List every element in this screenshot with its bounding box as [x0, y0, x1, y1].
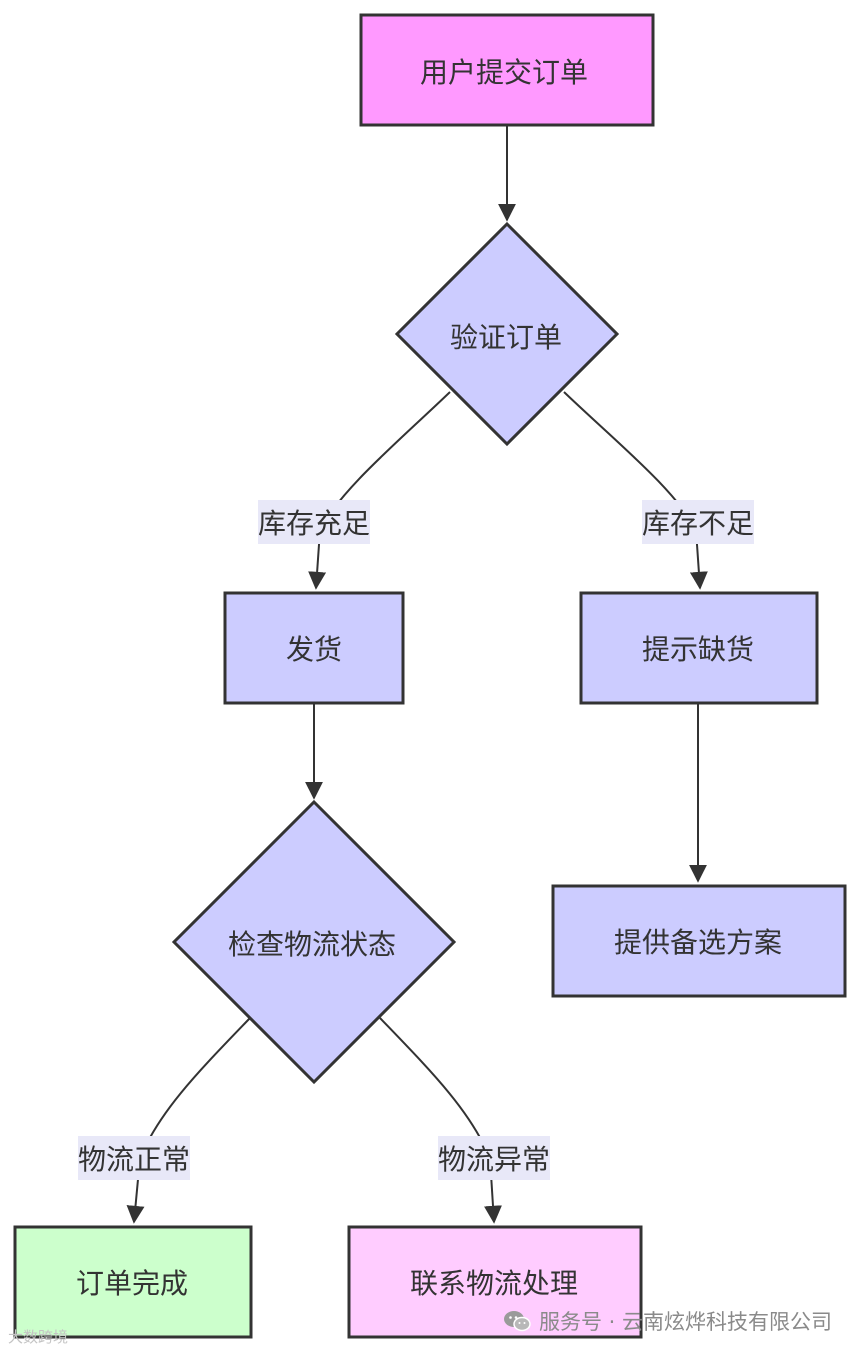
watermark-left-text: 大数跨境 [8, 1328, 69, 1346]
svg-text:库存充足: 库存充足 [258, 507, 370, 540]
watermark-service-account: 服务号 · 云南炫烨科技有限公司 [503, 1306, 832, 1336]
svg-text:提供备选方案: 提供备选方案 [614, 926, 782, 959]
node-verify-order: 验证订单 [394, 221, 620, 447]
svg-text:联系物流处理: 联系物流处理 [410, 1267, 578, 1300]
edge-label-stock-insufficient: 库存不足 [642, 500, 754, 544]
svg-text:用户提交订单: 用户提交订单 [420, 56, 588, 89]
svg-text:库存不足: 库存不足 [642, 507, 754, 540]
svg-text:订单完成: 订单完成 [76, 1267, 188, 1300]
edge-label-stock-sufficient: 库存充足 [258, 500, 370, 544]
node-ship: 发货 [223, 591, 405, 705]
node-out-of-stock: 提示缺货 [579, 591, 819, 705]
node-order-complete: 订单完成 [13, 1225, 253, 1339]
edge-label-logistics-abnormal: 物流异常 [438, 1136, 550, 1180]
watermark-right-text: 服务号 · 云南炫烨科技有限公司 [538, 1310, 832, 1334]
node-submit-order: 用户提交订单 [359, 13, 655, 127]
svg-text:发货: 发货 [286, 633, 342, 666]
edge-check-contact [379, 1017, 502, 1224]
node-check-logistics: 检查物流状态 [171, 799, 457, 1085]
node-contact-logistics: 联系物流处理 [347, 1225, 643, 1339]
edge-verify-ship [308, 391, 451, 590]
svg-text:物流异常: 物流异常 [438, 1143, 550, 1176]
edge-check-complete [126, 1017, 251, 1224]
watermark-left: 大数跨境 [8, 1326, 68, 1347]
svg-text:物流正常: 物流正常 [78, 1143, 190, 1176]
svg-text:提示缺货: 提示缺货 [642, 633, 754, 666]
node-alternative: 提供备选方案 [551, 884, 847, 998]
edge-verify-shortage [563, 391, 708, 590]
svg-text:验证订单: 验证订单 [450, 321, 562, 354]
edge-label-logistics-normal: 物流正常 [78, 1136, 190, 1180]
wechat-icon [503, 1311, 531, 1332]
svg-text:检查物流状态: 检查物流状态 [228, 928, 396, 961]
